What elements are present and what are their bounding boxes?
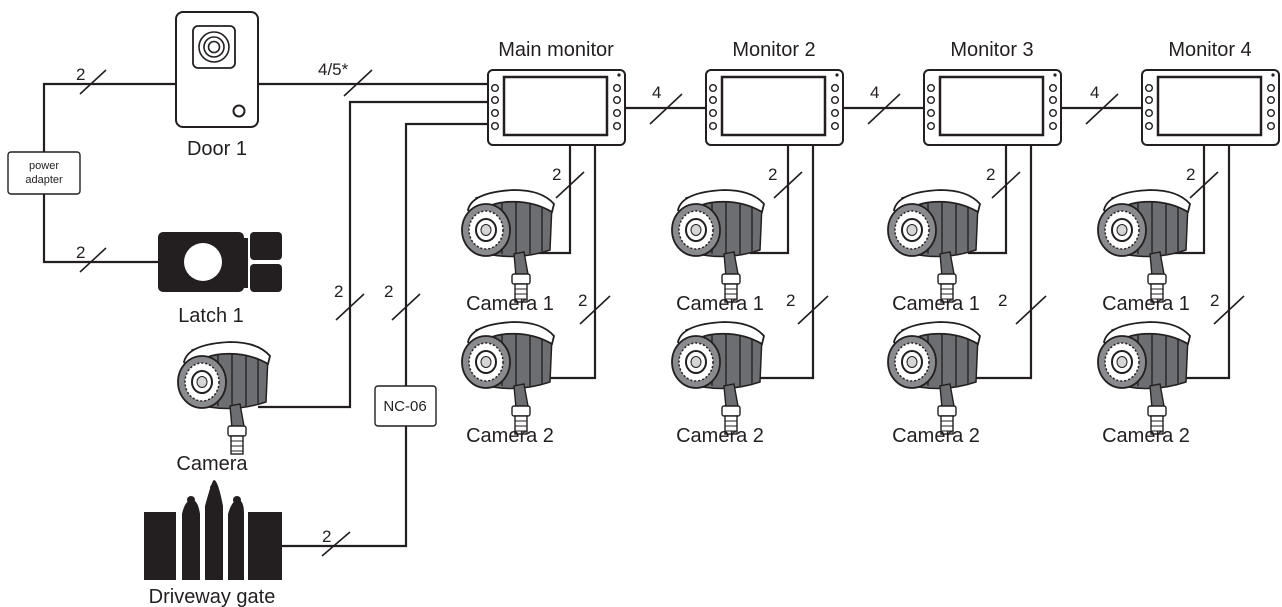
wire-label-m1-cam2: 2	[578, 291, 587, 310]
monitor-1-camera-1-label: Camera 1	[466, 293, 554, 315]
monitor-4-camera-2-label: Camera 2	[1102, 425, 1190, 447]
wire-label-m3-cam2: 2	[998, 291, 1007, 310]
camera-wires-m4	[1166, 146, 1231, 380]
monitor-3-camera-2-icon	[887, 321, 981, 435]
monitor-3-camera-2-label: Camera 2	[892, 425, 980, 447]
monitor-4-camera-1-label: Camera 1	[1102, 293, 1190, 315]
wire-label-main-m2: 4	[652, 83, 661, 102]
monitor-1-camera-2-icon	[461, 321, 555, 435]
wire-label-adapter-door: 2	[76, 65, 85, 84]
camera-wires-m2	[750, 146, 815, 380]
latch-label: Latch 1	[178, 305, 244, 327]
wire-label-gate-nc06: 2	[322, 527, 331, 546]
wire-label-gate-main: 2	[384, 282, 393, 301]
power-adapter: power adapter	[7, 151, 81, 195]
wire-label-m2-m3: 4	[870, 83, 879, 102]
wire-camera-main	[258, 100, 490, 409]
wire-gate-main	[280, 122, 490, 548]
monitor-4-label: Monitor 4	[1168, 39, 1251, 61]
monitor-3-icon	[922, 68, 1063, 147]
camera-icon	[177, 341, 271, 455]
monitor-3-camera-1-label: Camera 1	[892, 293, 980, 315]
wire-label-door-main: 4/5*	[318, 60, 349, 79]
door-label: Door 1	[187, 138, 247, 160]
monitor-2-camera-2-label: Camera 2	[676, 425, 764, 447]
wire-label-m3-m4: 4	[1090, 83, 1099, 102]
wire-label-m2-cam1: 2	[768, 165, 777, 184]
monitor-1-icon	[486, 68, 627, 147]
power-adapter-label-line1: power	[29, 160, 59, 172]
wire-adapter-latch	[42, 194, 158, 264]
wire-label-m1-cam1: 2	[552, 165, 561, 184]
nc06-module: NC-06	[374, 385, 437, 427]
monitor-1-label: Main monitor	[498, 39, 614, 61]
monitor-2-camera-1-label: Camera 1	[676, 293, 764, 315]
monitor-4-camera-2-icon	[1097, 321, 1191, 435]
monitor-1-camera-1-icon	[461, 189, 555, 303]
wire-label-m4-cam2: 2	[1210, 291, 1219, 310]
wire-adapter-door	[42, 82, 176, 152]
monitor-2-icon	[704, 68, 845, 147]
camera-label: Camera	[176, 453, 248, 475]
camera-wires-m3	[968, 146, 1033, 380]
wire-label-m2-cam2: 2	[786, 291, 795, 310]
gate-label: Driveway gate	[149, 586, 276, 607]
wire-label-adapter-latch: 2	[76, 243, 85, 262]
monitor-2-camera-2-icon	[671, 321, 765, 435]
latch-icon	[158, 232, 282, 292]
power-adapter-label-line2: adapter	[25, 174, 63, 186]
wire-count-markers	[79, 69, 1245, 557]
monitor-2-label: Monitor 2	[732, 39, 815, 61]
wire-label-camera-main: 2	[334, 282, 343, 301]
door-station-icon	[175, 11, 259, 128]
wire-label-m4-cam1: 2	[1186, 165, 1195, 184]
monitor-4-camera-1-icon	[1097, 189, 1191, 303]
gate-icon	[144, 480, 282, 580]
monitor-3-label: Monitor 3	[950, 39, 1033, 61]
camera-wires-main	[532, 146, 597, 380]
monitor-4-icon	[1140, 68, 1281, 147]
monitor-2-camera-1-icon	[671, 189, 765, 303]
monitor-3-camera-1-icon	[887, 189, 981, 303]
nc06-label: NC-06	[383, 398, 426, 415]
wire-label-m3-cam1: 2	[986, 165, 995, 184]
monitor-1-camera-2-label: Camera 2	[466, 425, 554, 447]
